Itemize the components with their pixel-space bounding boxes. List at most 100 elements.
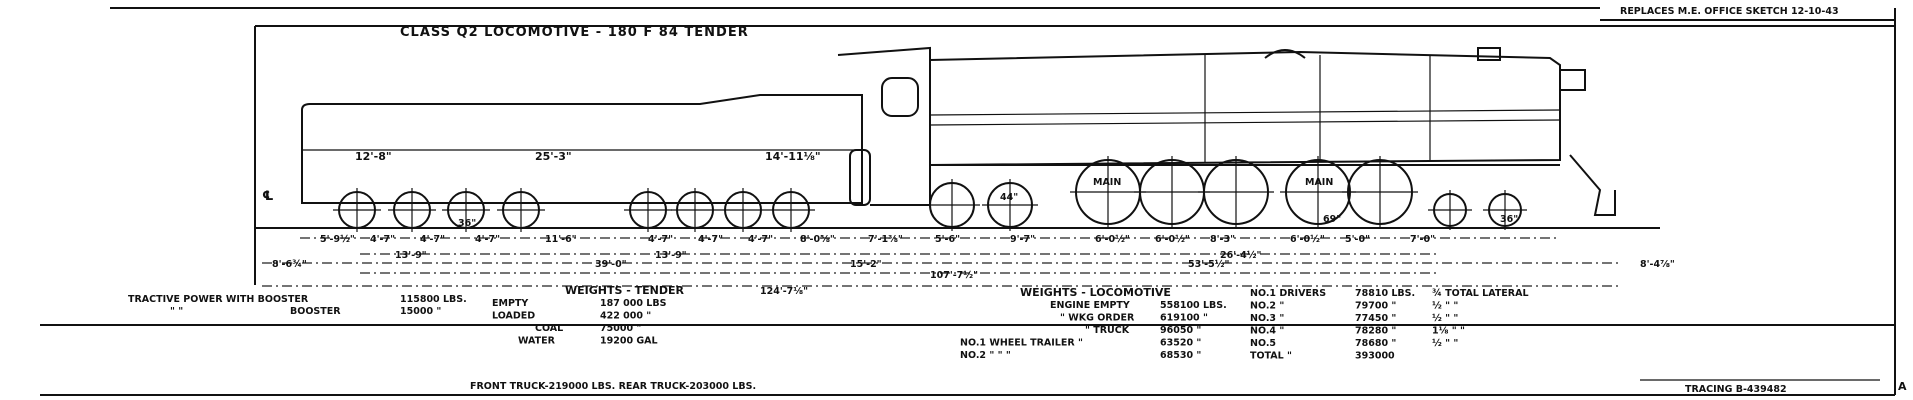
dim-label: 6'-0½" bbox=[1155, 234, 1190, 245]
loco-weight-value: 63520 " bbox=[1160, 338, 1201, 349]
ditto-mark: " " bbox=[170, 306, 183, 317]
dim-label: 15'-2" bbox=[850, 259, 882, 270]
dim-label: 4'-7" bbox=[698, 234, 723, 245]
wheel bbox=[719, 188, 767, 232]
dim-label: 13'-9" bbox=[655, 250, 687, 261]
loco-weights-heading: WEIGHTS - LOCOMOTIVE bbox=[1020, 286, 1171, 299]
dim-label: 7'-1⅜" bbox=[868, 234, 903, 245]
tender-weight-value: 187 000 LBS bbox=[600, 298, 667, 309]
booster-label: BOOSTER bbox=[290, 306, 341, 317]
driver-weight-label: NO.5 bbox=[1250, 338, 1276, 349]
lateral-note: ½ " " bbox=[1432, 301, 1458, 312]
tender-weight-label: EMPTY bbox=[492, 298, 528, 309]
driver-weight-label: TOTAL " bbox=[1250, 351, 1292, 362]
driver-weight-value: 78280 " bbox=[1355, 326, 1396, 337]
dim-label: 14'-11⅛" bbox=[765, 150, 821, 163]
driver-weight-label: NO.3 " bbox=[1250, 313, 1284, 324]
wheel bbox=[333, 188, 381, 232]
dim-label: 4'-7" bbox=[748, 234, 773, 245]
loco-weight-label: NO.2 " " " bbox=[960, 350, 1011, 361]
driver-weight-value: 78680 " bbox=[1355, 338, 1396, 349]
dim-label: 4'-7" bbox=[370, 234, 395, 245]
loco-weight-value: 68530 " bbox=[1160, 350, 1201, 361]
drawing-title: CLASS Q2 LOCOMOTIVE - 180 F 84 TENDER bbox=[400, 25, 749, 40]
loco-weight-value: 96050 " bbox=[1160, 325, 1201, 336]
locomotive-body bbox=[837, 46, 1616, 216]
tender-weight-label: LOADED bbox=[492, 311, 535, 322]
wheel-diameter-label: 36" bbox=[458, 218, 476, 229]
sheet-frame bbox=[40, 7, 1896, 396]
dim-label: 5'-6" bbox=[935, 234, 960, 245]
dim-label: 25'-3" bbox=[535, 150, 572, 163]
dimension-labels: 5'-9½" 4'-7" 4'-7" 4'-7" 11'-6" 4'-7" 4'-7" 4'-… bbox=[272, 234, 1675, 297]
wheel bbox=[982, 179, 1038, 231]
wheel bbox=[767, 188, 815, 232]
wheel-diameter-label: 44" bbox=[1000, 192, 1018, 203]
loco-weight-label: " TRUCK bbox=[1085, 325, 1130, 336]
truck-weights: FRONT TRUCK-219000 LBS. REAR TRUCK-20300… bbox=[470, 381, 756, 392]
dim-label: 4'-7" bbox=[475, 234, 500, 245]
tender-weight-value: 422 000 " bbox=[600, 311, 651, 322]
dim-label: 8'-4⅞" bbox=[1640, 259, 1675, 270]
wheel-diameter-label: 69" bbox=[1323, 214, 1341, 225]
wheel bbox=[624, 188, 672, 232]
driver-weight-value: 78810 LBS. bbox=[1355, 288, 1415, 299]
tractive-value: 115800 LBS. bbox=[400, 294, 467, 305]
driver-weight-value: 77450 " bbox=[1355, 313, 1396, 324]
centerline-symbol: ℄ bbox=[262, 189, 275, 204]
tender-weight-value: 19200 GAL bbox=[600, 336, 658, 347]
tender-weight-label: WATER bbox=[518, 336, 556, 347]
dim-label: 6'-0½" bbox=[1095, 234, 1130, 245]
dim-label: 7'-0" bbox=[1410, 234, 1435, 245]
loco-weight-value: 619100 " bbox=[1160, 313, 1208, 324]
dim-label: 8'-6¾" bbox=[272, 259, 307, 270]
wheel bbox=[1342, 156, 1418, 228]
dim-label: 53'-5½" bbox=[1188, 259, 1230, 270]
lateral-note: ¾ TOTAL LATERAL bbox=[1432, 288, 1529, 299]
dim-label: 5'-0" bbox=[1345, 234, 1370, 245]
dim-label: 8'-3" bbox=[1210, 234, 1235, 245]
dim-label: 4'-7" bbox=[648, 234, 673, 245]
dim-label: 107'-7½" bbox=[930, 270, 978, 281]
wheel bbox=[1483, 190, 1527, 230]
lateral-note: 1⅛ " " bbox=[1432, 326, 1465, 337]
dim-label: 11'-6" bbox=[545, 234, 577, 245]
tender-weight-value: 75000 " bbox=[600, 323, 641, 334]
tractive-label: TRACTIVE POWER WITH BOOSTER bbox=[128, 294, 309, 305]
lateral-note: ½ " " bbox=[1432, 313, 1458, 324]
tender-dimension-labels: 12'-8" 25'-3" 14'-11⅛" bbox=[355, 150, 821, 163]
wheel-main-label: MAIN bbox=[1093, 177, 1121, 188]
dim-label: 5'-9½" bbox=[320, 234, 355, 245]
tender-weights-heading: WEIGHTS - TENDER bbox=[565, 284, 684, 297]
dim-label: 13'-9" bbox=[395, 250, 427, 261]
replaces-note: REPLACES M.E. OFFICE SKETCH 12-10-43 bbox=[1620, 6, 1839, 17]
wheel bbox=[924, 179, 980, 231]
driver-weight-label: NO.4 " bbox=[1250, 326, 1284, 337]
driver-weight-value: 393000 bbox=[1355, 351, 1395, 362]
wheel bbox=[388, 188, 436, 232]
dim-label: 124'-7⅛" bbox=[760, 286, 808, 297]
driver-weight-label: NO.1 DRIVERS bbox=[1250, 288, 1326, 299]
tender-weights-table: WEIGHTS - TENDER FRONT TRUCK-219000 LBS.… bbox=[470, 284, 756, 392]
loco-weight-label: " WKG ORDER bbox=[1060, 313, 1135, 324]
lateral-note: ½ " " bbox=[1432, 338, 1458, 349]
wheel bbox=[497, 188, 545, 232]
tender bbox=[301, 94, 871, 206]
dim-label: 12'-8" bbox=[355, 150, 392, 163]
dim-label: 39'-0" bbox=[595, 259, 627, 270]
tender-weight-label: COAL bbox=[535, 323, 563, 334]
wheel bbox=[671, 188, 719, 232]
revision-letter: A bbox=[1898, 380, 1907, 393]
loco-weight-value: 558100 LBS. bbox=[1160, 300, 1227, 311]
dim-label: 26'-4½" bbox=[1220, 250, 1262, 261]
wheel-diameter-label: 36" bbox=[1500, 214, 1518, 225]
wheels bbox=[333, 156, 1527, 232]
driver-weight-label: NO.2 " bbox=[1250, 301, 1284, 312]
dim-label: 4'-7" bbox=[420, 234, 445, 245]
loco-weight-label: NO.1 WHEEL TRAILER " bbox=[960, 338, 1083, 349]
wheel bbox=[1198, 156, 1274, 228]
wheel-main-label: MAIN bbox=[1305, 177, 1333, 188]
driver-weight-value: 79700 " bbox=[1355, 301, 1396, 312]
